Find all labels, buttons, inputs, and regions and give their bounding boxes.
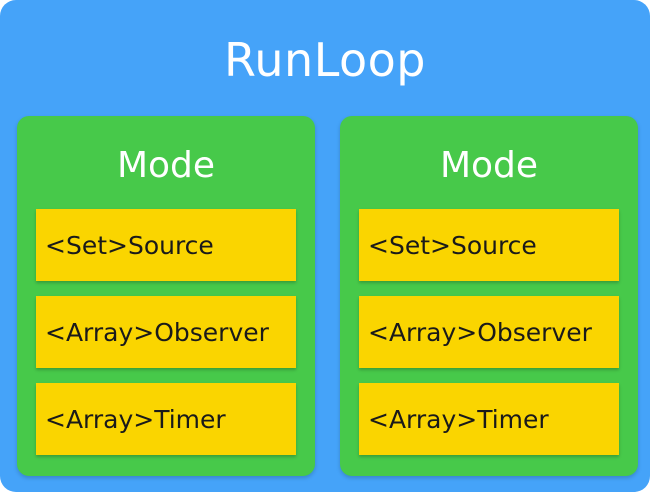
mode-item-observer: <Array>Observer [36,296,296,368]
mode-title: Mode [439,145,539,186]
runloop-title: RunLoop [223,33,426,87]
mode-item-source: <Set>Source [36,209,296,281]
mode-item-timer: <Array>Timer [36,383,296,455]
mode-box-2: Mode <Set>Source <Array>Observer <Array>… [340,116,638,476]
mode-item-timer: <Array>Timer [359,383,619,455]
mode-box-1: Mode <Set>Source <Array>Observer <Array>… [17,116,315,476]
mode-item-source: <Set>Source [359,209,619,281]
mode-title: Mode [116,145,216,186]
mode-item-observer: <Array>Observer [359,296,619,368]
